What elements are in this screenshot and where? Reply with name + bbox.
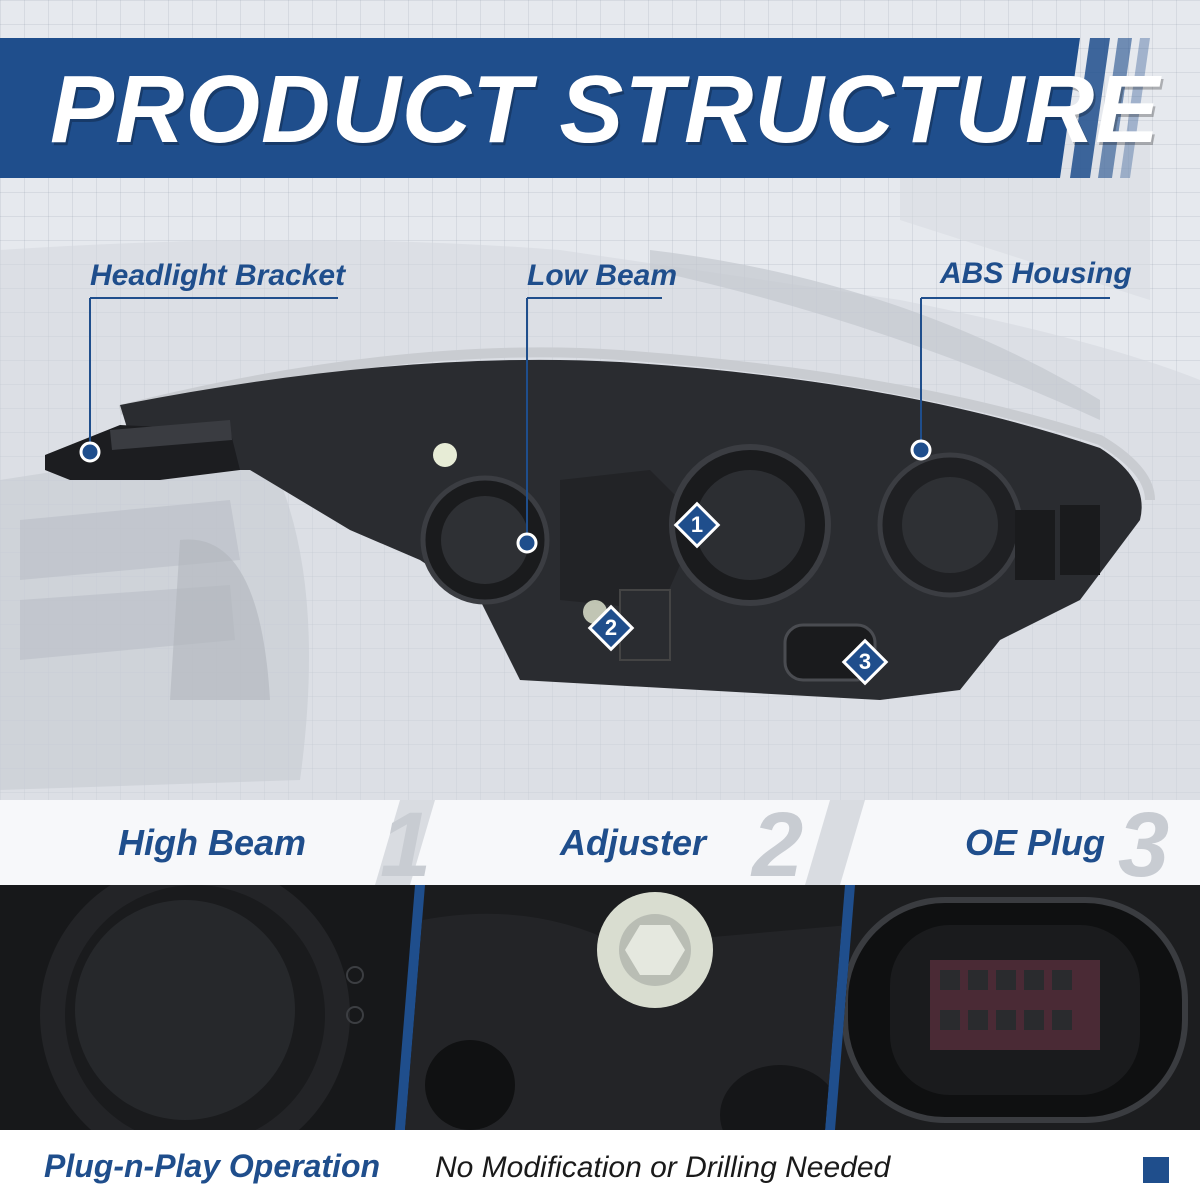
badge-3-label: 3: [859, 649, 871, 674]
photo-high-beam: [0, 885, 415, 1130]
badge-2-label: 2: [605, 615, 617, 640]
banner-shape: [0, 38, 1150, 178]
callout-abs-housing: ABS Housing: [940, 257, 1132, 290]
feature-label-oe-plug: OE Plug: [965, 822, 1106, 863]
feature-strip-shading: [375, 800, 865, 885]
feature-label-high-beam: High Beam: [118, 822, 307, 863]
footer-main-text: Plug-n-Play Operation: [44, 1148, 381, 1184]
headlight-product-image: [45, 297, 1155, 700]
feature-number-3: 3: [1118, 794, 1170, 896]
feature-strip: [0, 800, 1200, 885]
callout-low-beam: Low Beam: [527, 259, 678, 292]
footer-square-icon: [1143, 1157, 1169, 1183]
badge-3-icon: 3: [841, 638, 889, 686]
page-title: PRODUCT STRUCTURE: [50, 56, 1161, 163]
feature-number-1: 1: [380, 794, 432, 896]
detail-photos: [0, 885, 1200, 1130]
callout-headlight-bracket: Headlight Bracket: [90, 259, 346, 292]
title-banner: [0, 38, 1200, 178]
footer-sub-text: No Modification or Drilling Needed: [435, 1151, 891, 1184]
photo-adjuster: [405, 885, 845, 1130]
footer: Plug-n-Play Operation No Modification or…: [0, 1130, 1200, 1200]
feature-label-adjuster: Adjuster: [560, 822, 707, 863]
badge-2-icon: 2: [587, 604, 635, 652]
badge-1-icon: 1: [673, 501, 721, 549]
feature-number-2: 2: [752, 794, 804, 896]
photo-oe-plug: [835, 885, 1200, 1130]
badge-1-label: 1: [691, 512, 703, 537]
